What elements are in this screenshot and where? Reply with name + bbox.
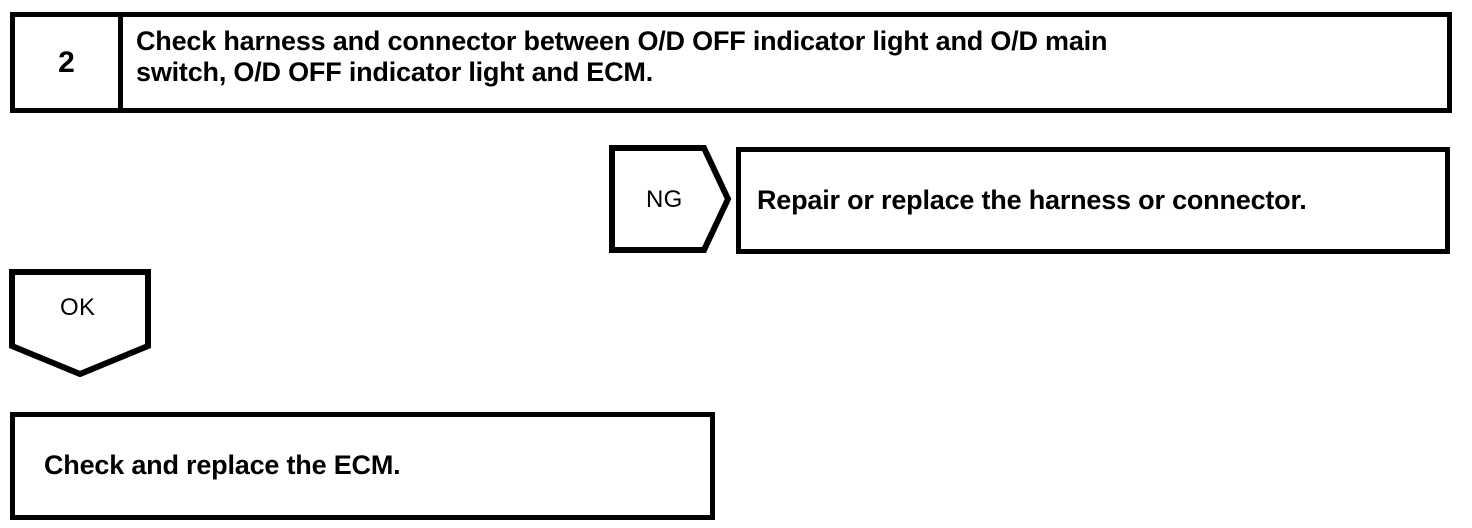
final-result-text: Check and replace the ECM. bbox=[44, 450, 401, 481]
branch-connector-ng: NG bbox=[608, 144, 732, 254]
step-row: 2 Check harness and connector between O/… bbox=[10, 12, 1452, 113]
step-instruction-cell: Check harness and connector between O/D … bbox=[123, 17, 1447, 108]
branch-connector-ok: OK bbox=[8, 268, 152, 378]
step-number-cell: 2 bbox=[15, 17, 123, 108]
pentagon-right-icon bbox=[609, 145, 732, 253]
step-number: 2 bbox=[58, 45, 75, 79]
repair-result-box: Repair or replace the harness or connect… bbox=[736, 147, 1450, 254]
pentagon-down-icon bbox=[9, 269, 151, 378]
repair-result-text: Repair or replace the harness or connect… bbox=[757, 184, 1307, 215]
step-instruction-text: Check harness and connector between O/D … bbox=[136, 26, 1108, 88]
final-result-box: Check and replace the ECM. bbox=[10, 412, 715, 520]
